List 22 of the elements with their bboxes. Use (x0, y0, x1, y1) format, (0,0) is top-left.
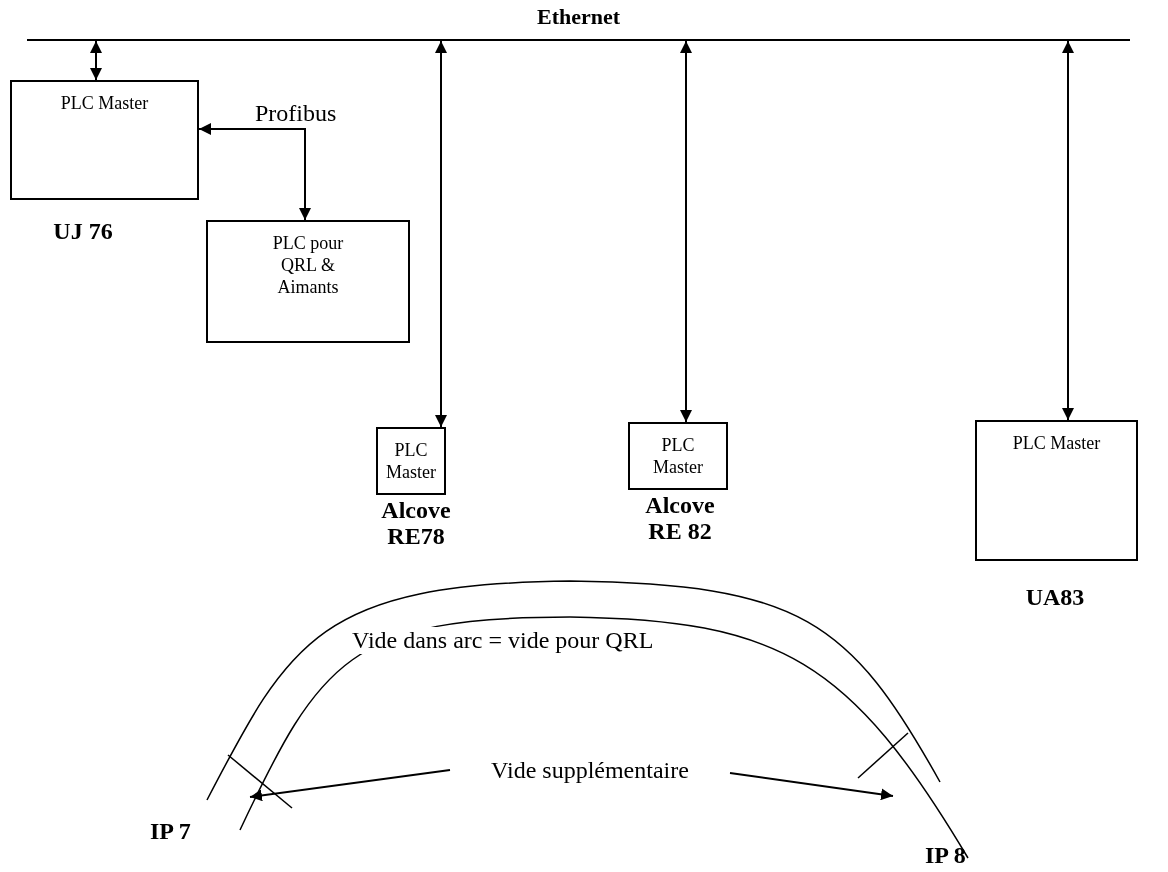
bus-label: Ethernet (536, 4, 621, 29)
plc-box: PLC Master (10, 80, 199, 200)
arrow (680, 40, 692, 423)
arrow (249, 769, 451, 802)
arrow (435, 40, 447, 428)
arrow (198, 123, 311, 221)
annotation-text: Vide dans arc = vide pour QRL (352, 627, 654, 654)
arrow (729, 772, 894, 801)
location-label: Alcove RE78 (380, 497, 452, 549)
location-label: IP 7 (150, 818, 191, 844)
location-label: UJ 76 (52, 218, 114, 244)
annotation-text: Vide supplémentaire (450, 757, 730, 787)
location-label: Alcove RE 82 (644, 492, 716, 544)
plc-box: PLC pour QRL & Aimants (206, 220, 410, 343)
location-label: UA83 (1024, 584, 1086, 610)
plc-box: PLC Master (975, 420, 1138, 561)
location-label: IP 8 (925, 842, 966, 868)
plc-box: PLC Master (376, 427, 446, 495)
edge-label: Profibus (255, 100, 337, 127)
arrow (1062, 40, 1074, 421)
arrow (90, 40, 102, 81)
plc-box: PLC Master (628, 422, 728, 490)
